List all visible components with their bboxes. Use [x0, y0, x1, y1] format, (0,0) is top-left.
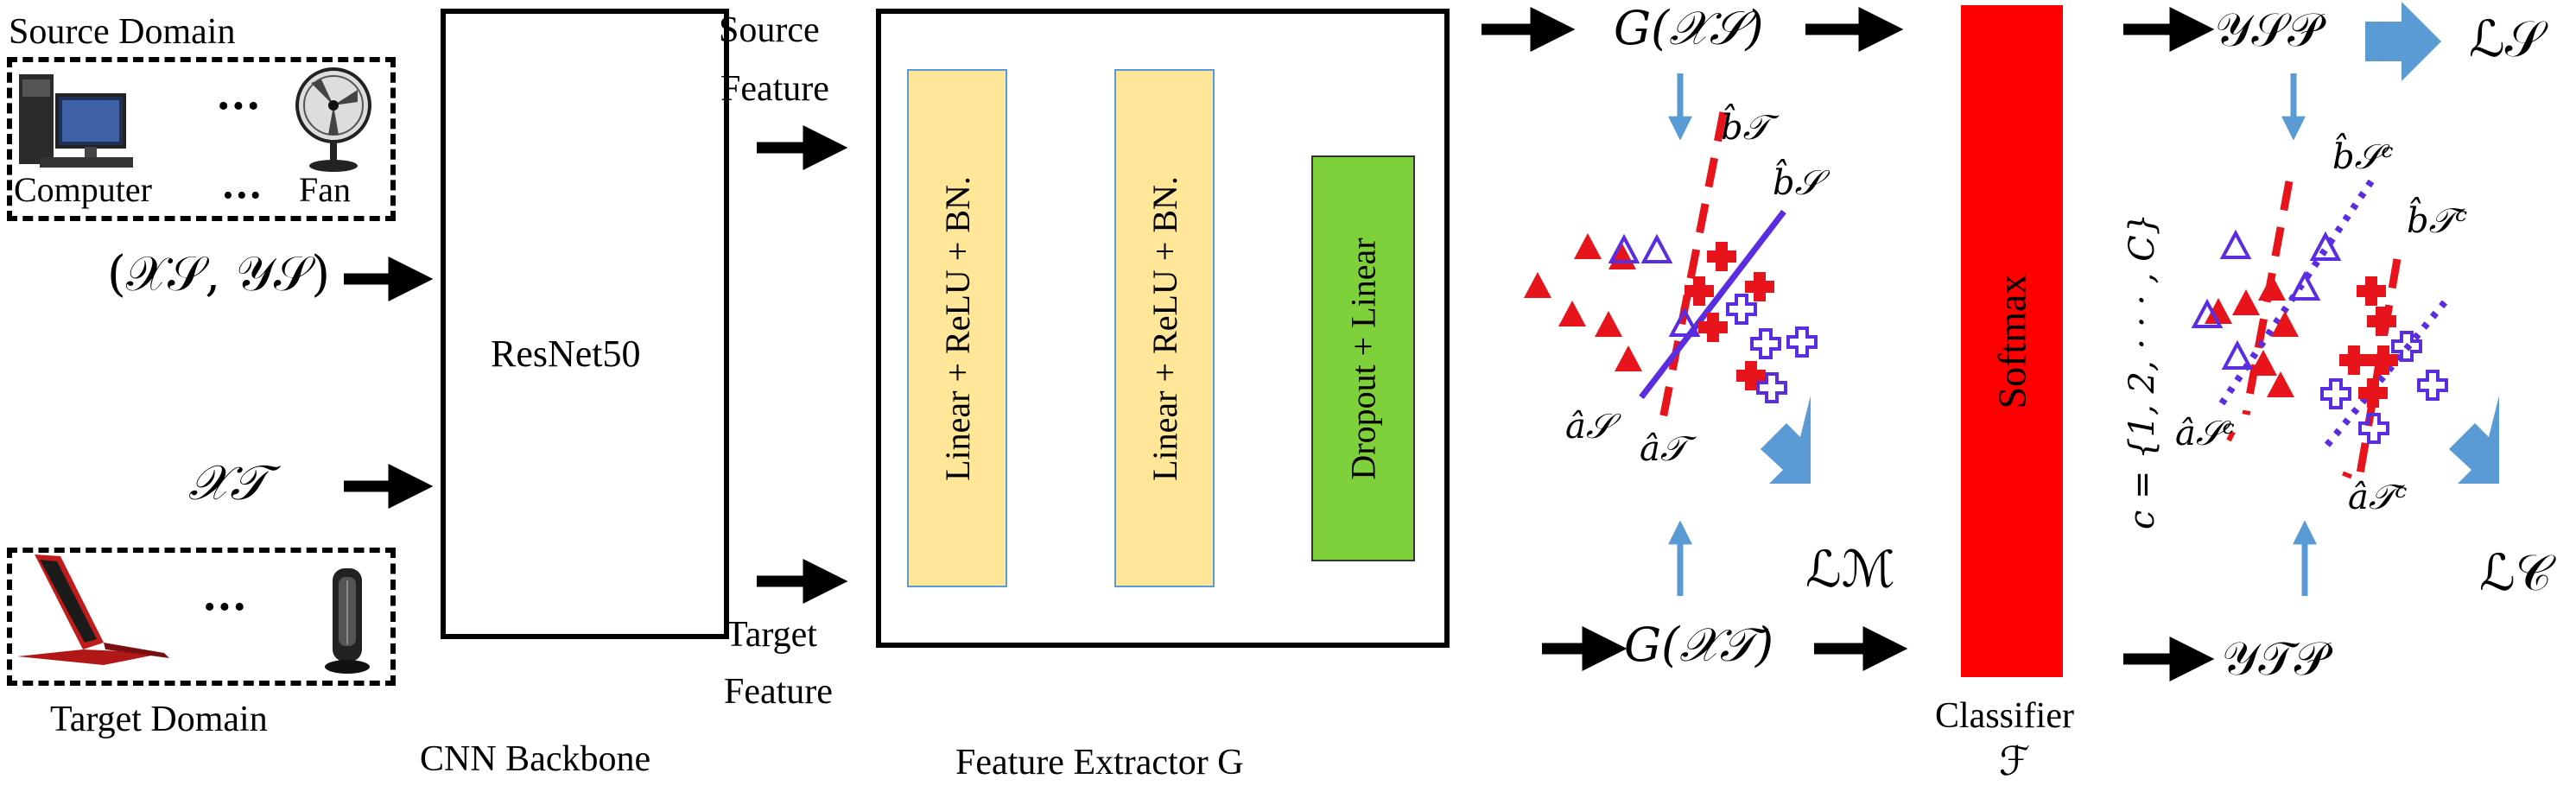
tower-fan-image: [325, 568, 370, 674]
purple-crosses: [1726, 294, 1818, 403]
class-set-box: c = {1, 2, · · · , C}: [2108, 212, 2177, 530]
bs-c-label: b̂𝒮ᶜ: [2332, 137, 2394, 177]
g-target-label: G(𝒳𝒯): [1624, 618, 1774, 672]
right-scatter: [2191, 179, 2448, 485]
bs-hat-label: b̂𝒮: [1773, 163, 1822, 203]
at-c-label: â𝒯ᶜ: [2348, 478, 2408, 517]
arrow-to-loss-s: [2365, 2, 2441, 81]
cnn-backbone-caption: CNN Backbone: [420, 739, 651, 779]
block-arrows: [1761, 2, 2499, 484]
source-input-label: (𝒳𝒮, 𝒴𝒮): [107, 246, 331, 302]
as-hat-label: â𝒮: [1565, 407, 1613, 447]
decision-line-bt: [1659, 111, 1728, 420]
source-ellipsis: •••: [218, 88, 263, 124]
red-crosses-right: [2339, 276, 2398, 408]
short-red-dash-a: [2226, 430, 2236, 442]
target-feature-label-1: Target: [726, 615, 817, 655]
fan-label: Fan: [299, 170, 351, 209]
softmax-box: Softmax: [1961, 5, 2063, 677]
source-feature-label-2: Feature: [720, 69, 829, 109]
target-feature-label-2: Feature: [724, 672, 833, 712]
extractor-block-2: Linear + ReLU + BN.: [1114, 69, 1215, 587]
resnet50-label: ResNet50: [491, 333, 641, 375]
extractor-block-2-label: Linear + ReLU + BN.: [1145, 175, 1184, 481]
feature-extractor-caption: Feature Extractor G: [955, 743, 1244, 782]
loss-s-label: ℒ𝒮: [2469, 10, 2544, 68]
classifier-caption: Classifier: [1935, 696, 2074, 736]
as-c-label: â𝒮ᶜ: [2175, 414, 2235, 453]
fan-image: [295, 67, 371, 172]
middle-scatter: [1524, 111, 1818, 420]
target-domain-box: [7, 548, 396, 686]
purple-triangles: [1608, 233, 1701, 337]
extractor-block-1: Linear + ReLU + BN.: [907, 69, 1007, 587]
source-domain-box: [7, 57, 396, 221]
red-triangles: [1524, 233, 1642, 371]
target-ellipsis: •••: [204, 589, 249, 625]
source-ellipsis-bottom: •••: [223, 180, 264, 212]
classifier-symbol: ℱ: [1999, 738, 2031, 784]
g-source-label: G(𝒳𝒮): [1614, 1, 1764, 55]
target-input-label: 𝒳𝒯: [188, 455, 268, 511]
computer-label: Computer: [14, 170, 152, 209]
red-triangles-right: [2205, 275, 2299, 397]
purple-crosses-right: [2320, 331, 2448, 444]
loss-m-label: ℒℳ: [1805, 540, 1895, 599]
arrow-to-loss-c: [2449, 396, 2499, 484]
y-target-label: 𝒴𝒯𝒫: [2222, 631, 2328, 686]
extractor-block-3: Dropout + Linear: [1311, 155, 1415, 561]
bt-c-label: b̂𝒯ᶜ: [2407, 201, 2468, 241]
flow-arrows: [344, 7, 2215, 681]
class-set-label: c = {1, 2, · · · , C}: [2122, 212, 2163, 530]
y-source-label: 𝒴𝒮𝒫: [2215, 3, 2322, 57]
laptop-image: [17, 554, 169, 665]
short-red-dash-b: [2342, 471, 2352, 479]
source-domain-title: Source Domain: [9, 12, 236, 52]
resnet50-box: [441, 9, 729, 639]
softmax-label: Softmax: [1989, 274, 2034, 409]
red-crosses: [1685, 242, 1774, 390]
purple-triangles-right: [2191, 229, 2342, 370]
bt-hat-label: b̂𝒯: [1721, 108, 1770, 148]
target-domain-title: Target Domain: [50, 700, 268, 739]
decision-line-bs: [1639, 209, 1786, 400]
extractor-block-1-label: Linear + ReLU + BN.: [937, 175, 977, 481]
source-feature-label-1: Source: [719, 10, 820, 50]
arrow-to-loss-m: [1761, 396, 1811, 484]
loss-c-label: ℒ𝒞: [2479, 543, 2553, 602]
at-hat-label: â𝒯: [1640, 429, 1687, 469]
computer-image: [19, 74, 133, 168]
extractor-block-3-label: Dropout + Linear: [1343, 237, 1383, 480]
decision-line-bt-c-dotted: [2320, 300, 2448, 452]
